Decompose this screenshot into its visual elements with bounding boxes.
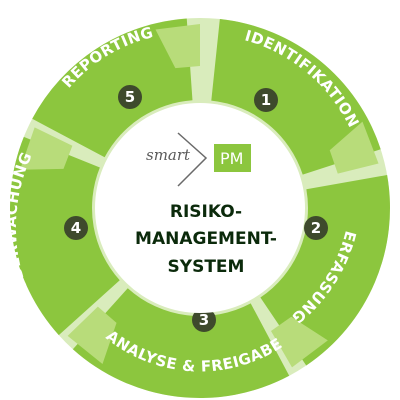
step-badge-2 xyxy=(304,216,328,240)
badges-group: 1 2 3 4 5 xyxy=(64,85,328,332)
segment-arrow-tip-analyse-freigabe xyxy=(67,306,117,365)
step-badge-3 xyxy=(192,308,216,332)
step-badge-1 xyxy=(254,88,278,112)
segment-identifikation xyxy=(211,19,381,175)
step-number-4: 4 xyxy=(71,219,81,237)
logo-pm-text: PM xyxy=(220,149,243,168)
segment-arrow-tip-reporting xyxy=(155,24,200,69)
segment-reporting xyxy=(32,18,193,158)
center-title-line1: RISIKO- xyxy=(170,202,242,222)
center-title-line2: MANAGEMENT- xyxy=(135,229,277,249)
center-disc xyxy=(95,103,305,313)
step-badge-5 xyxy=(118,85,142,109)
logo-smart-text: smart xyxy=(146,146,191,164)
segment-arrow-tip-erfassung xyxy=(271,316,328,368)
smartpm-logo: smart PM xyxy=(146,132,251,187)
logo-pm-box xyxy=(214,144,251,172)
step-badge-4 xyxy=(64,216,88,240)
step-number-2: 2 xyxy=(311,219,321,237)
segment-arrow-tip-ueberwachung xyxy=(20,127,73,170)
step-number-5: 5 xyxy=(125,88,135,106)
segment-arrow-tip-identifikation xyxy=(329,121,379,174)
logo-chevron-icon xyxy=(177,132,208,187)
segment-ueberwachung xyxy=(10,136,120,336)
step-number-1: 1 xyxy=(261,91,271,109)
center-title-line3: SYSTEM xyxy=(168,257,245,277)
step-number-3: 3 xyxy=(199,311,209,329)
segment-analyse-freigabe xyxy=(72,288,290,398)
segments-group xyxy=(10,18,390,398)
